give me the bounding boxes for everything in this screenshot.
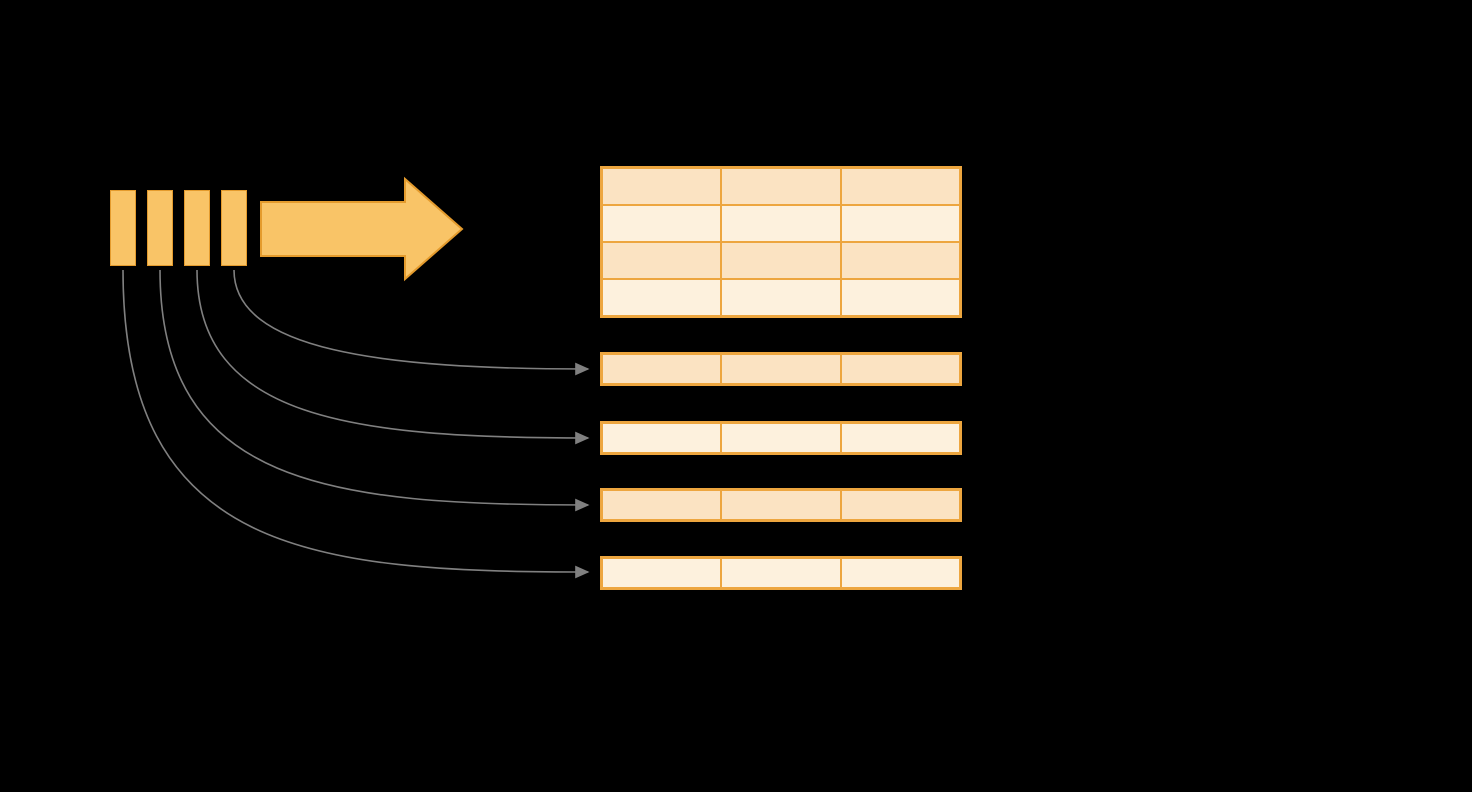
connector-arrow — [159, 269, 590, 512]
table-row — [602, 279, 960, 316]
table-row — [602, 242, 960, 279]
table-cell — [602, 242, 722, 279]
stream-bar — [221, 190, 247, 266]
table-cell — [840, 354, 960, 384]
table-cell — [721, 205, 841, 242]
stream-bar — [184, 190, 210, 266]
table-cell — [602, 558, 722, 588]
table-cell — [721, 423, 841, 453]
table-row — [602, 205, 960, 242]
connector-arrow — [196, 269, 590, 445]
table-cell — [602, 490, 722, 520]
stream-bar — [110, 190, 136, 266]
table-cell — [602, 279, 722, 316]
table-cell — [721, 242, 841, 279]
batch-table — [600, 166, 962, 318]
connector-arrow — [233, 269, 590, 376]
table-cell — [840, 242, 960, 279]
table-cell — [840, 423, 960, 453]
table-cell — [721, 168, 841, 205]
table-cell — [602, 354, 722, 384]
row-table — [600, 556, 962, 590]
table-cell — [602, 168, 722, 205]
table-cell — [721, 354, 841, 384]
row-table — [600, 488, 962, 522]
right-arrow-icon — [260, 176, 464, 282]
table-row — [602, 490, 960, 520]
table-cell — [602, 423, 722, 453]
connector-arrow — [122, 269, 590, 579]
table-cell — [840, 168, 960, 205]
right-arrow-shape — [260, 176, 464, 282]
table-cell — [721, 279, 841, 316]
table-cell — [840, 558, 960, 588]
table-row — [602, 423, 960, 453]
table-row — [602, 168, 960, 205]
table-cell — [721, 558, 841, 588]
table-cell — [840, 279, 960, 316]
row-table — [600, 421, 962, 455]
table-row — [602, 558, 960, 588]
table-cell — [721, 490, 841, 520]
stream-bar — [147, 190, 173, 266]
row-table — [600, 352, 962, 386]
table-cell — [840, 205, 960, 242]
stream-bars — [110, 190, 247, 266]
table-cell — [602, 205, 722, 242]
table-cell — [840, 490, 960, 520]
table-row — [602, 354, 960, 384]
